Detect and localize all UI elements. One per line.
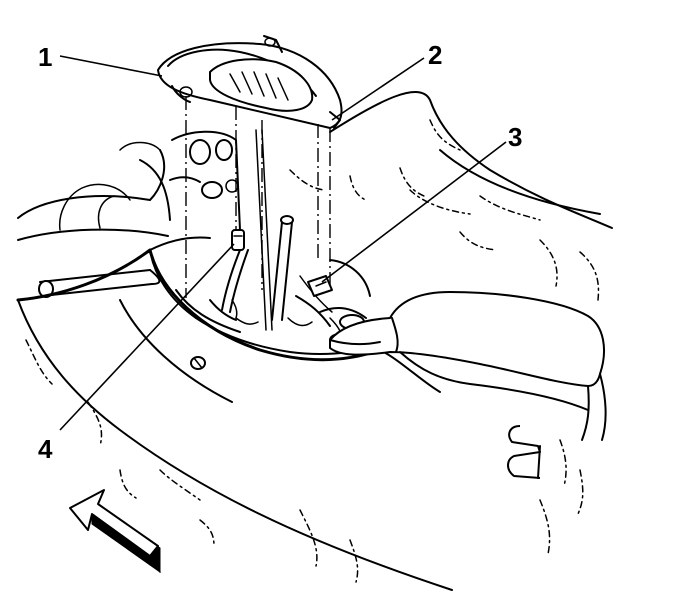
callout-leaders: [59, 55, 507, 431]
instrument-area: [169, 130, 241, 231]
callout-number-2: 2: [428, 40, 442, 70]
callout-labels: 1 2 3 4: [38, 40, 522, 464]
front-of-vehicle-arrow-icon: [69, 489, 161, 573]
steering-wheel: [17, 141, 171, 241]
callout-number-1: 1: [38, 42, 52, 72]
steering-column-rod: [38, 269, 161, 298]
dash-panel: [289, 91, 613, 301]
shifter-trim-plate: [157, 35, 343, 129]
leader-line-1: [59, 55, 163, 77]
leader-line-2: [331, 57, 425, 121]
callout-number-3: 3: [508, 122, 522, 152]
leader-line-3: [321, 141, 507, 283]
alignment-guides: [185, 96, 331, 298]
callout-number-4: 4: [38, 434, 53, 464]
shift-mechanism: [221, 129, 367, 347]
armrest: [329, 291, 607, 515]
leader-line-4: [59, 243, 235, 431]
